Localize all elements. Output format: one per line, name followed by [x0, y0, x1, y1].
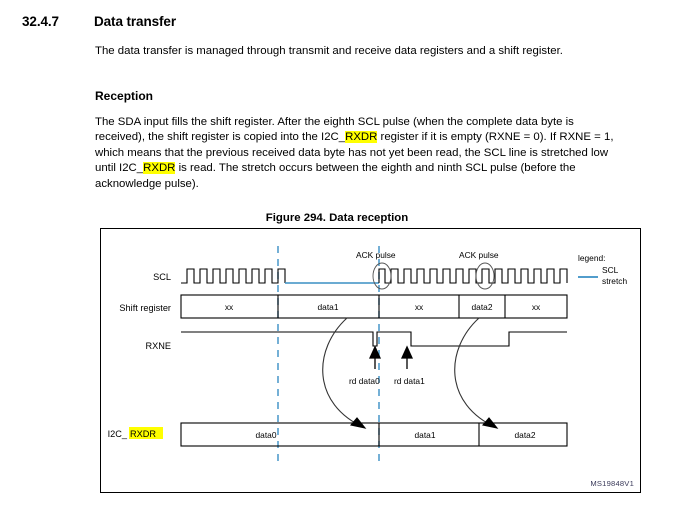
ack-pulse-marker-2 — [475, 262, 495, 290]
shift-register-value-4: xx — [532, 302, 541, 312]
shift-register-value-3: data2 — [472, 302, 493, 312]
signal-label-i2c-rxdr: I2C_ RXDR — [108, 427, 163, 439]
rxdr-highlight-2: RXDR — [143, 162, 176, 175]
legend-title: legend: — [578, 253, 605, 263]
transfer-arrow-1 — [322, 317, 367, 429]
page-title: Data transfer — [94, 14, 176, 29]
subsection-title: Reception — [95, 89, 154, 103]
shift-register-boxes — [180, 294, 568, 319]
rd-data1-label: rd data1 — [394, 376, 425, 386]
rd-data0-label: rd data0 — [349, 376, 380, 386]
rxne-waveform — [181, 331, 567, 347]
legend-line-1: SCL — [602, 265, 619, 275]
rd-data0-arrow — [368, 345, 382, 369]
rxdr-value-0: data0 — [256, 430, 277, 440]
reception-text-part2: register if it is empty (RXNE = 0). If R… — [95, 131, 614, 175]
rxdr-label-highlight — [129, 427, 163, 439]
figure-identifier: MS19848V1 — [590, 479, 634, 488]
rxdr-highlight-1: RXDR — [345, 131, 378, 144]
ack-pulse-label-1: ACK pulse — [356, 250, 396, 260]
reception-text-part3: is read. The stretch occurs between the … — [95, 162, 576, 190]
reception-paragraph-container: The SDA input fills the shift register. … — [95, 115, 623, 192]
scl-waveform-group-1 — [181, 268, 286, 284]
reception-text-part1: The SDA input fills the shift register. … — [95, 116, 574, 144]
signal-label-shift-register: Shift register — [119, 303, 171, 313]
rxdr-value-1: data1 — [415, 430, 436, 440]
transfer-arrow-2 — [454, 317, 499, 429]
ack-pulse-label-2: ACK pulse — [459, 250, 499, 260]
rxdr-value-2: data2 — [515, 430, 536, 440]
timing-diagram: SCL ACK pulse ACK pulse Shift register x… — [108, 246, 627, 461]
reception-paragraph: The SDA input fills the shift register. … — [95, 115, 623, 192]
rxdr-boxes — [180, 422, 568, 447]
subsection-heading-container: Reception — [95, 89, 623, 103]
section-number: 32.4.7 — [22, 14, 59, 29]
intro-paragraph: The data transfer is managed through tra… — [95, 45, 563, 57]
legend-line-2: stretch — [602, 276, 627, 286]
ack-pulse-marker-1 — [372, 262, 392, 290]
figure-container: SCL ACK pulse ACK pulse Shift register x… — [100, 228, 641, 493]
rd-data1-arrow — [400, 345, 414, 369]
intro-paragraph-container: The data transfer is managed through tra… — [95, 44, 623, 59]
section-heading: 32.4.7 Data transfer — [22, 14, 642, 29]
signal-label-scl: SCL — [153, 272, 171, 282]
scl-waveform-group-2 — [378, 268, 568, 284]
figure-caption: Figure 294. Data reception — [265, 212, 409, 224]
i2c-prefix-label: I2C_ — [108, 429, 128, 439]
shift-register-value-0: xx — [225, 302, 234, 312]
shift-register-value-1: data1 — [318, 302, 339, 312]
shift-register-value-2: xx — [415, 302, 424, 312]
rxdr-label: RXDR — [130, 429, 156, 439]
signal-label-rxne: RXNE — [145, 341, 171, 351]
